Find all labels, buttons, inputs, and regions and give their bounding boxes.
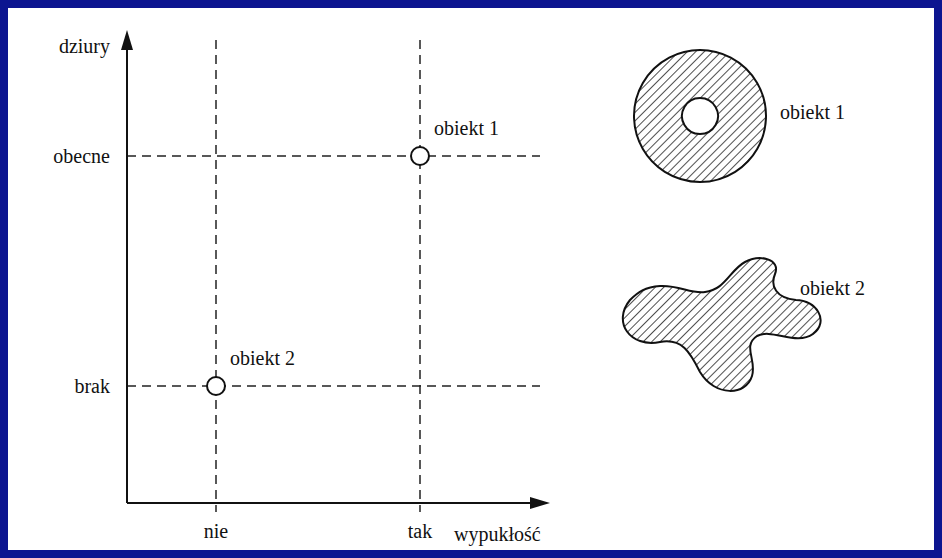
white-panel xyxy=(8,8,934,550)
axis-title: wypukłość xyxy=(452,523,543,545)
point-label: obiekt 1 xyxy=(432,117,501,139)
grid-lines xyxy=(127,40,540,512)
data-point xyxy=(207,377,225,395)
axis-tick-label: obecne xyxy=(51,145,112,167)
axis-arrowhead xyxy=(530,497,550,509)
axis-arrowhead xyxy=(121,30,133,50)
axis-title: dziury xyxy=(57,35,112,57)
shape-label: obiekt 2 xyxy=(798,277,867,299)
axes xyxy=(127,46,534,503)
blob-shape xyxy=(623,258,821,391)
point-label: obiekt 2 xyxy=(228,347,297,369)
axis-tick-label: tak xyxy=(406,520,434,542)
axis-tick-label: brak xyxy=(72,375,112,397)
data-point xyxy=(411,147,429,165)
shape-label: obiekt 1 xyxy=(778,101,847,123)
axis-tick-label: nie xyxy=(202,520,230,542)
ring-shape xyxy=(634,50,766,182)
